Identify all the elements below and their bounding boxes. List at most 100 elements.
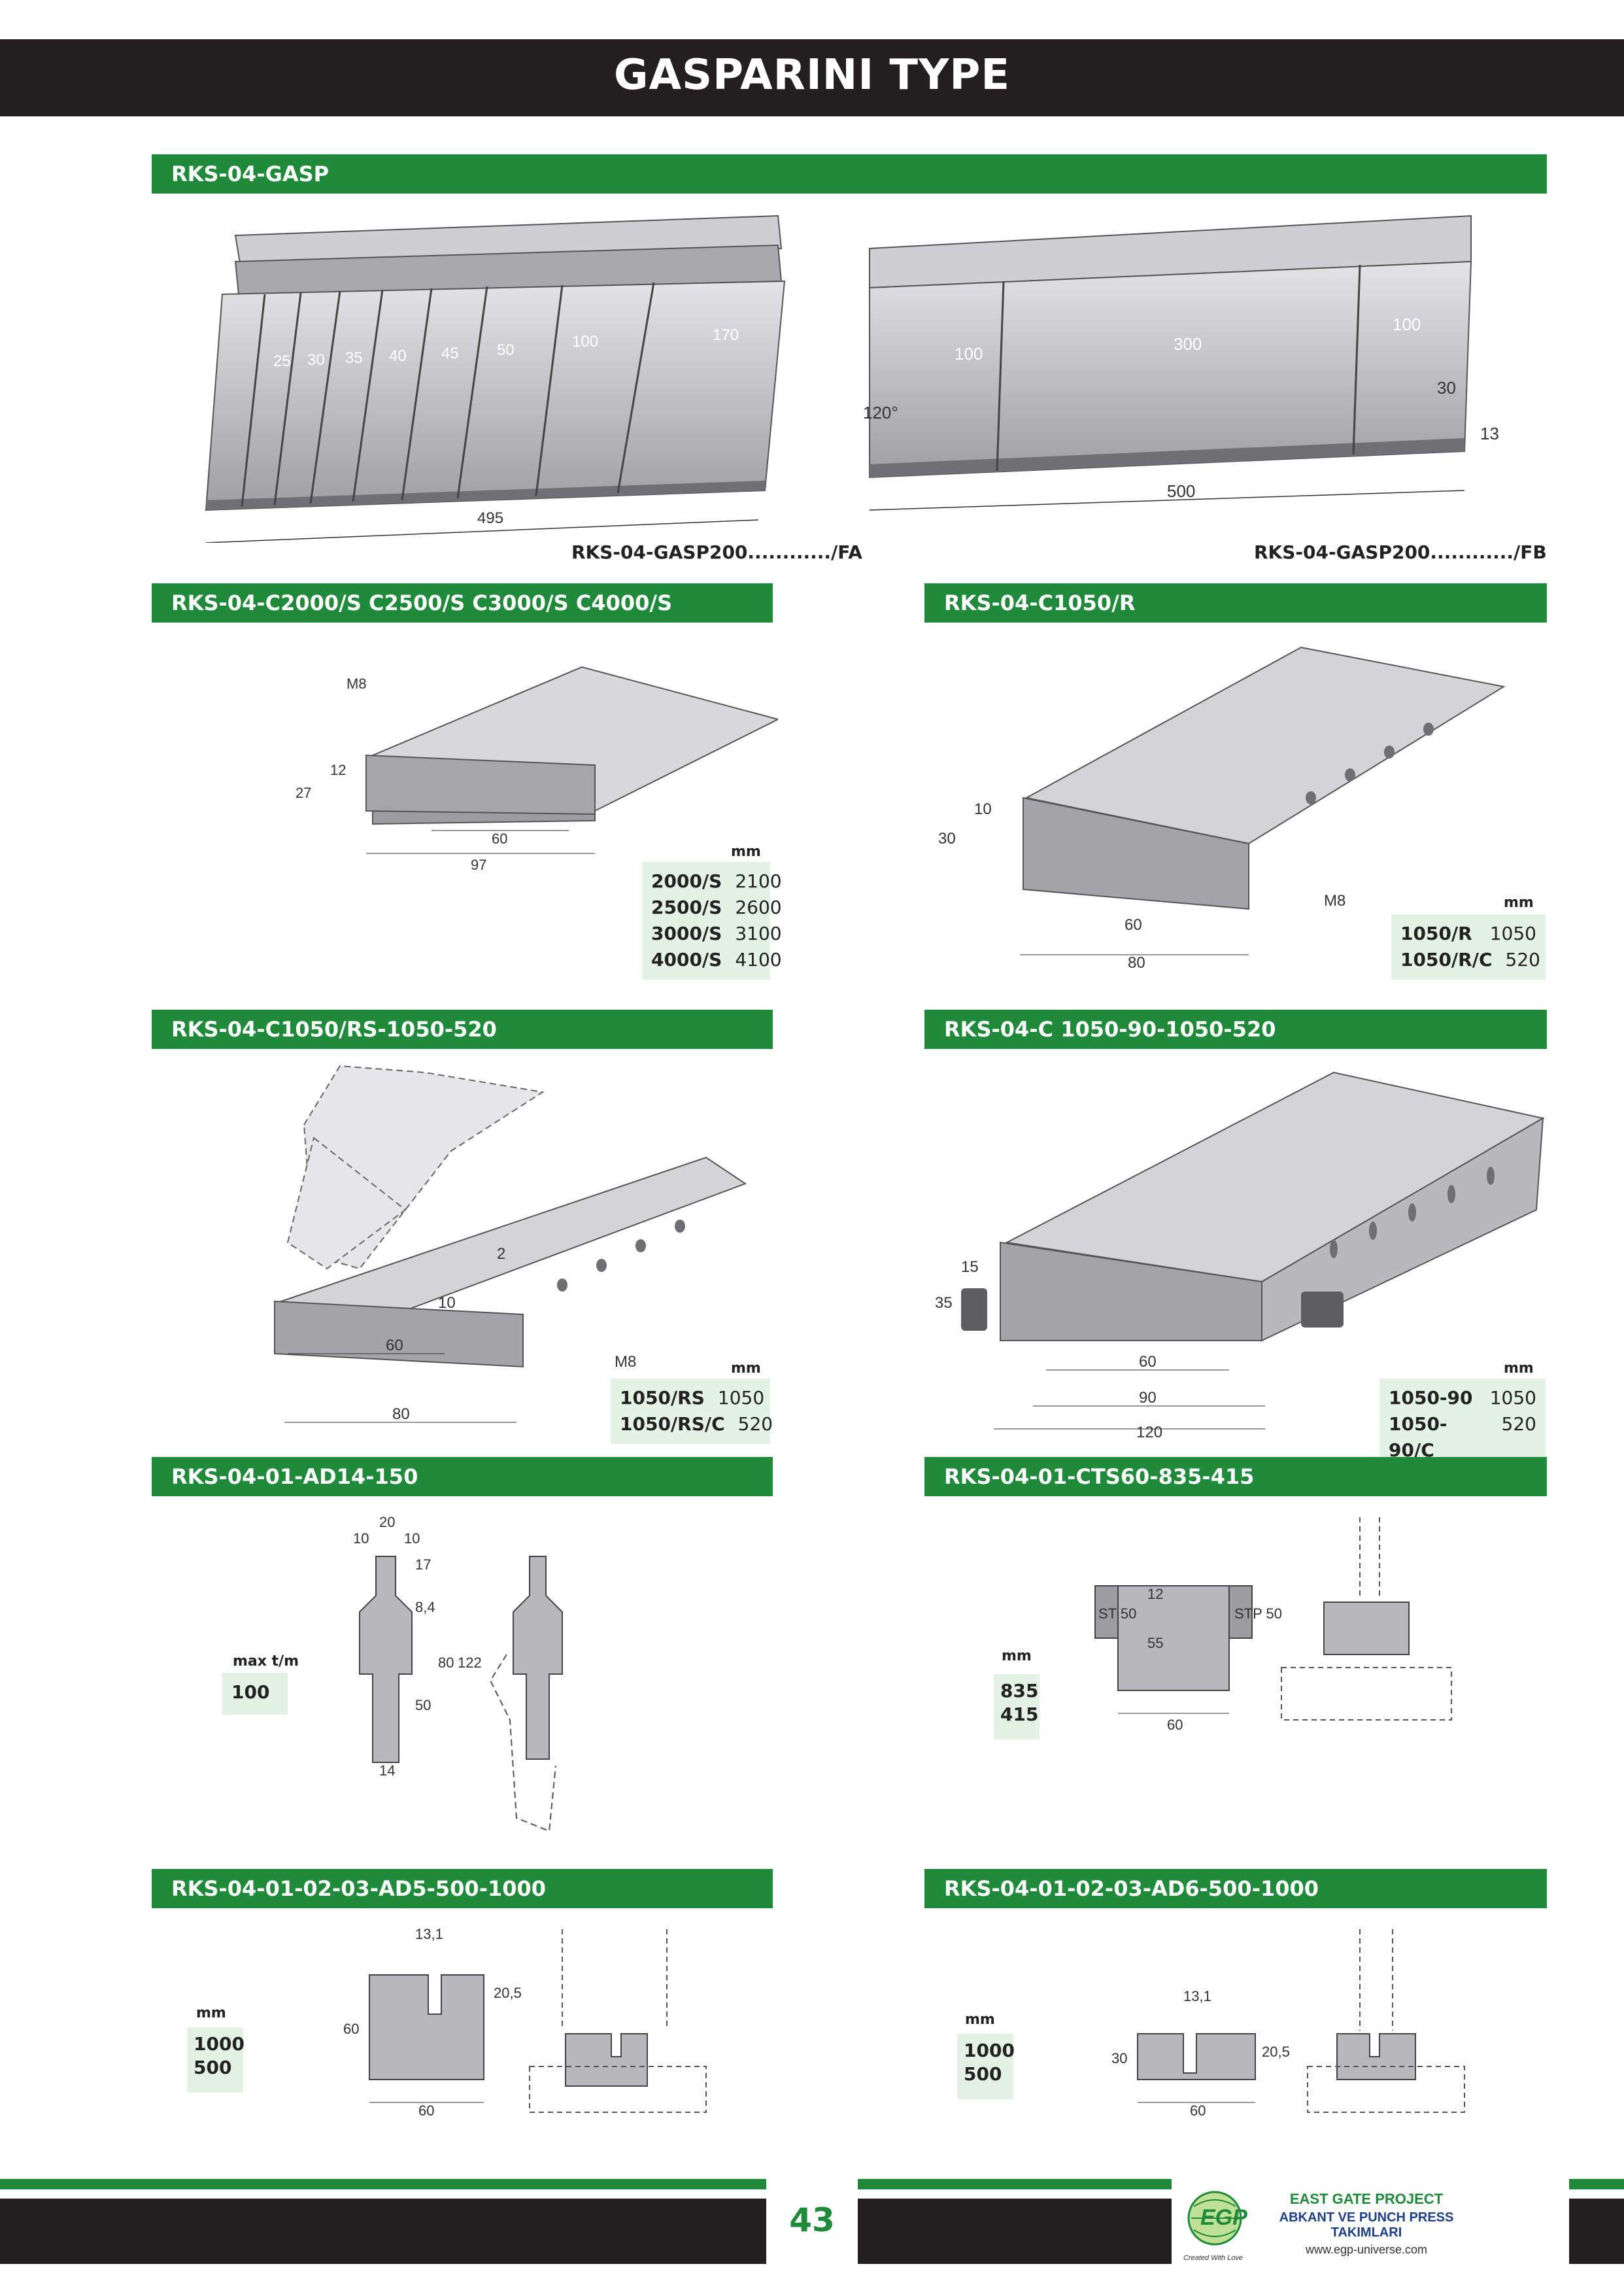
section-header-c1050rs: RKS-04-C1050/RS-1050-520	[152, 1010, 773, 1049]
egp-logo: EGP Created With Love	[1183, 2191, 1247, 2262]
dim-97: 97	[471, 857, 486, 873]
dim-500: 500	[1167, 481, 1195, 501]
footer-dark-bar-mid	[858, 2199, 1172, 2264]
section-header-c2000: RKS-04-C2000/S C2500/S C3000/S C4000/S	[152, 583, 773, 623]
dim-10: 10	[974, 800, 992, 818]
seg-100: 100	[572, 333, 598, 351]
logo-tagline: Created With Love	[1183, 2254, 1243, 2262]
dim-20-5: 20,5	[494, 1985, 522, 2001]
dim-60: 60	[1125, 916, 1142, 934]
c1050r-drawing: 10 30 M8 60 80	[938, 646, 1506, 972]
dim-m8: M8	[1324, 892, 1345, 910]
dim-14: 14	[379, 1762, 395, 1779]
seg-25: 25	[273, 352, 291, 370]
section-header-cts60: RKS-04-01-CTS60-835-415	[924, 1457, 1547, 1496]
dim-120: 120	[1136, 1424, 1162, 1441]
fb-seg-100a: 100	[955, 344, 983, 364]
c1050-90-drawing: 15 35 60 90 120	[935, 1071, 1545, 1441]
dim-60: 60	[1190, 2102, 1206, 2119]
dim-10a: 10	[353, 1530, 369, 1547]
dim-17: 17	[415, 1556, 431, 1573]
ad6-values: 1000 500	[957, 2034, 1015, 2099]
section-header-ad6: RKS-04-01-02-03-AD6-500-1000	[924, 1869, 1547, 1908]
footer-green-bar-right	[1569, 2179, 1624, 2189]
seg-170: 170	[713, 326, 739, 344]
gasp-fa-code: RKS-04-GASP200............/FA	[571, 541, 862, 563]
dim-15: 15	[961, 1258, 979, 1276]
page-number: 43	[789, 2201, 835, 2239]
seg-35: 35	[345, 349, 363, 367]
footer-url: www.egp-universe.com	[1305, 2243, 1428, 2256]
dim-122: 122	[458, 1654, 482, 1671]
fb-seg-100b: 100	[1393, 315, 1421, 334]
dim-12: 12	[1147, 1586, 1163, 1602]
ad6-unit: mm	[965, 2012, 995, 2028]
dim-30: 30	[938, 830, 956, 848]
seg-30: 30	[307, 351, 325, 369]
footer-dark-bar-left	[0, 2199, 766, 2264]
dim-20: 20	[379, 1514, 395, 1530]
dim-27: 27	[296, 785, 311, 801]
c1050-90-unit: mm	[1504, 1360, 1534, 1377]
cts60-drawing: ST 50 12 55 STP 50 60	[1094, 1517, 1452, 1733]
dim-90: 90	[1139, 1389, 1157, 1407]
dim-13-1: 13,1	[1183, 1988, 1211, 2004]
dim-60: 60	[1139, 1353, 1157, 1371]
page-title: GASPARINI TYPE	[613, 51, 1011, 99]
ad14-drawing: 20 10 10 17 8,4 80 122 50 14	[353, 1514, 563, 1832]
c1050rs-drawing: 2 10 60 M8 80	[274, 1065, 747, 1423]
section-header-ad5: RKS-04-01-02-03-AD5-500-1000	[152, 1869, 773, 1908]
ad6-drawing: 13,1 30 20,5 60	[1111, 1929, 1465, 2119]
footer-company-block: EAST GATE PROJECT ABKANT VE PUNCH PRESS …	[1268, 2191, 1464, 2257]
seg-40: 40	[389, 347, 407, 365]
seg-45: 45	[441, 345, 459, 362]
dim-10: 10	[438, 1294, 456, 1312]
c2000-drawing: M8 27 12 60 97	[296, 666, 778, 873]
gasp-fb-drawing: 100 300 100 500 120° 30 13	[863, 214, 1499, 511]
dim-35: 35	[935, 1294, 953, 1312]
ad14-max-value: 100	[222, 1673, 288, 1715]
dim-12: 12	[330, 762, 346, 778]
gasp-fb-code: RKS-04-GASP200............/FB	[1254, 541, 1547, 563]
footer-subtitle: ABKANT VE PUNCH PRESS TAKIMLARI	[1279, 2210, 1454, 2240]
dim-13: 13	[1480, 424, 1499, 443]
gasp-fa-drawing: 495 25 30 35 40 45 50 100 170	[205, 214, 786, 543]
fb-seg-300: 300	[1174, 334, 1202, 354]
dim-60-height: 60	[343, 2021, 359, 2037]
ad5-values: 1000 500	[187, 2027, 245, 2093]
dim-60-width: 60	[418, 2102, 434, 2119]
footer-company: EAST GATE PROJECT	[1289, 2191, 1444, 2207]
section-header-ad14: RKS-04-01-AD14-150	[152, 1457, 773, 1496]
dim-50: 50	[415, 1697, 431, 1713]
dim-10b: 10	[404, 1530, 420, 1547]
dim-m8: M8	[615, 1353, 636, 1371]
cts60-values: 835 415	[994, 1674, 1040, 1739]
dim-13-1: 13,1	[415, 1926, 443, 1942]
seg-50: 50	[497, 341, 515, 359]
dim-stp50: STP 50	[1234, 1605, 1282, 1622]
ad14-max-label: max t/m	[233, 1653, 299, 1670]
ad5-drawing: 13,1 20,5 60 60	[343, 1926, 707, 2119]
logo-text: EGP	[1200, 2205, 1247, 2230]
dim-80: 80	[1128, 954, 1145, 972]
section-header-c1050r: RKS-04-C1050/R	[924, 583, 1547, 623]
dim-30: 30	[1437, 378, 1456, 398]
footer-dark-bar-right	[1569, 2199, 1624, 2264]
dim-2: 2	[497, 1245, 505, 1263]
dim-80: 80	[438, 1654, 454, 1671]
footer-green-bar-left	[0, 2179, 766, 2189]
dim-55: 55	[1147, 1635, 1163, 1651]
dim-20-5: 20,5	[1262, 2044, 1290, 2060]
dim-495: 495	[477, 509, 503, 527]
dim-8-4: 8,4	[415, 1599, 435, 1615]
dim-60: 60	[1167, 1717, 1183, 1733]
dim-30: 30	[1111, 2050, 1127, 2066]
title-bar: GASPARINI TYPE	[0, 39, 1624, 116]
section-header-gasp: RKS-04-GASP	[152, 154, 1547, 194]
c1050r-unit: mm	[1504, 895, 1534, 911]
dim-m8: M8	[347, 676, 367, 692]
